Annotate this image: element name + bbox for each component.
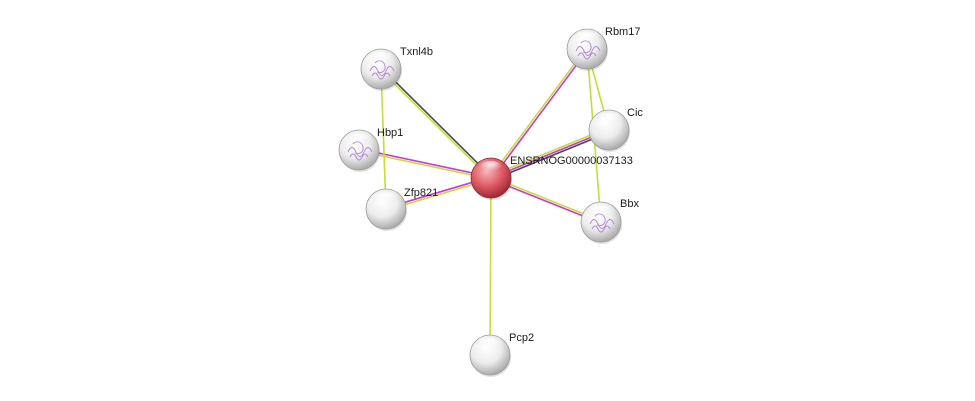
edge-center-rbm17[interactable] xyxy=(489,47,589,180)
edge-center-hbp1[interactable] xyxy=(358,148,492,180)
node-highlight xyxy=(575,32,599,46)
node-rbm17[interactable]: Rbm17 xyxy=(566,26,640,71)
node-label-bbx: Bbx xyxy=(620,198,639,210)
node-label-rbm17: Rbm17 xyxy=(605,26,640,38)
node-highlight xyxy=(589,205,613,219)
edge-line-coexpression xyxy=(381,67,493,178)
node-txnl4b[interactable]: Txnl4b xyxy=(360,46,433,91)
edge-line-textmining xyxy=(358,150,491,180)
edge-center-cic[interactable] xyxy=(489,127,611,181)
node-highlight xyxy=(369,52,393,66)
edge-line-experiments xyxy=(359,148,492,178)
node-hbp1[interactable]: Hbp1 xyxy=(338,127,403,172)
node-highlight xyxy=(478,338,502,352)
node-bbx[interactable]: Bbx xyxy=(580,198,639,244)
node-highlight xyxy=(347,133,371,147)
node-label-pcp2: Pcp2 xyxy=(509,332,534,344)
node-zfp821[interactable]: Zfp821 xyxy=(365,187,438,231)
node-layer: ENSRNOG00000037133 Txnl4b Rbm17CicHbp1Zfp8… xyxy=(338,26,643,377)
node-label-cic: Cic xyxy=(627,107,643,119)
edge-center-txnl4b[interactable] xyxy=(379,67,493,180)
edge-line-textmining xyxy=(380,68,387,210)
node-cic[interactable]: Cic xyxy=(588,107,643,152)
edge-line-coexpression xyxy=(491,131,611,181)
edge-line-textmining xyxy=(489,127,609,177)
node-highlight xyxy=(374,192,398,206)
edge-line-textmining xyxy=(489,177,492,356)
edge-line-experiments xyxy=(490,129,610,179)
node-pcp2[interactable]: Pcp2 xyxy=(469,332,534,377)
node-label-txnl4b: Txnl4b xyxy=(400,46,433,58)
node-highlight xyxy=(479,161,503,175)
node-label-center: ENSRNOG00000037133 xyxy=(510,155,633,167)
node-highlight xyxy=(597,113,621,127)
edge-line-experiments xyxy=(491,49,589,180)
node-label-hbp1: Hbp1 xyxy=(377,127,403,139)
edge-line-textmining xyxy=(489,47,587,178)
node-label-zfp821: Zfp821 xyxy=(404,187,438,199)
edge-center-pcp2[interactable] xyxy=(489,177,492,356)
edge-txnl4b-zfp821[interactable] xyxy=(380,68,387,210)
edge-line-textmining xyxy=(379,69,491,180)
node-center[interactable]: ENSRNOG00000037133 xyxy=(470,155,633,200)
